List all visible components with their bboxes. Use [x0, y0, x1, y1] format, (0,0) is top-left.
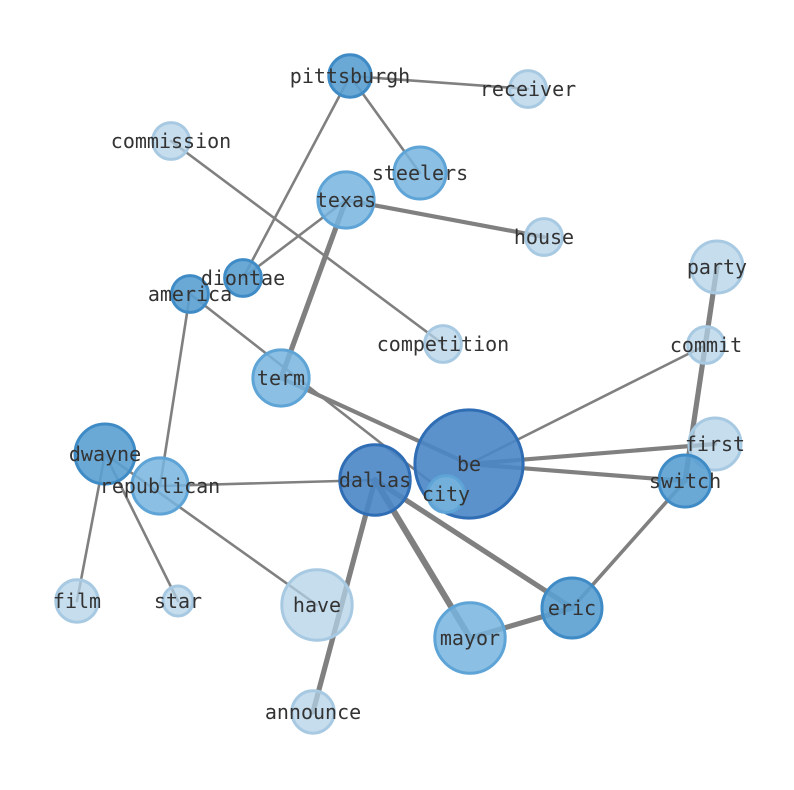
node-mayor — [433, 601, 507, 675]
edge-commission-competition — [169, 139, 445, 346]
node-label-city: city — [422, 482, 470, 506]
node-label-dallas: dallas — [339, 468, 411, 492]
node-dwayne — [73, 422, 137, 486]
node-switch — [657, 453, 713, 509]
node-film — [54, 578, 100, 624]
node-party — [689, 239, 745, 295]
node-competition — [423, 324, 463, 364]
node-eric — [540, 576, 604, 640]
node-pittsburgh — [327, 53, 373, 99]
edge-texas-house — [343, 197, 547, 240]
node-label-commit: commit — [670, 333, 742, 357]
node-star — [161, 584, 195, 618]
node-label-film: film — [53, 589, 101, 613]
node-diontae — [223, 258, 263, 298]
node-label-diontae: diontae — [201, 266, 285, 290]
node-label-switch: switch — [649, 469, 721, 493]
node-announce — [290, 689, 336, 735]
node-label-be: be — [457, 452, 481, 476]
node-city — [426, 474, 466, 514]
node-label-texas: texas — [316, 188, 376, 212]
node-republican — [130, 456, 190, 516]
label-layer: pittsburgh receiver commission steelers texa… — [53, 64, 747, 724]
edge-america-republican — [158, 292, 192, 488]
edge-texas-term — [278, 197, 349, 381]
node-label-republican: republican — [100, 474, 220, 498]
node-label-star: star — [154, 589, 202, 613]
node-label-steelers: steelers — [372, 161, 468, 185]
edge-pittsburgh-diontae — [241, 74, 352, 280]
node-label-receiver: receiver — [480, 77, 576, 101]
edge-pittsburgh-receiver — [348, 74, 530, 91]
node-label-have: have — [293, 593, 341, 617]
node-label-pittsburgh: pittsburgh — [290, 64, 410, 88]
node-label-term: term — [257, 366, 305, 390]
node-commit — [686, 325, 726, 365]
node-label-eric: eric — [548, 596, 596, 620]
node-label-dwayne: dwayne — [69, 442, 141, 466]
node-texas — [316, 170, 376, 230]
node-label-announce: announce — [265, 700, 361, 724]
node-label-mayor: mayor — [440, 626, 500, 650]
node-receiver — [508, 69, 548, 109]
node-commission — [151, 121, 191, 161]
node-label-first: first — [685, 432, 745, 456]
node-label-america: america — [148, 282, 232, 306]
node-america — [170, 274, 210, 314]
node-layer — [54, 53, 745, 735]
node-first — [687, 416, 743, 472]
node-term — [251, 348, 311, 408]
node-label-competition: competition — [377, 332, 509, 356]
node-label-house: house — [514, 225, 574, 249]
node-label-party: party — [687, 255, 747, 279]
node-label-commission: commission — [111, 129, 231, 153]
node-house — [524, 217, 564, 257]
node-have — [280, 568, 354, 642]
node-dallas — [338, 443, 412, 517]
node-steelers — [392, 145, 448, 201]
edge-dallas-eric — [372, 477, 575, 611]
